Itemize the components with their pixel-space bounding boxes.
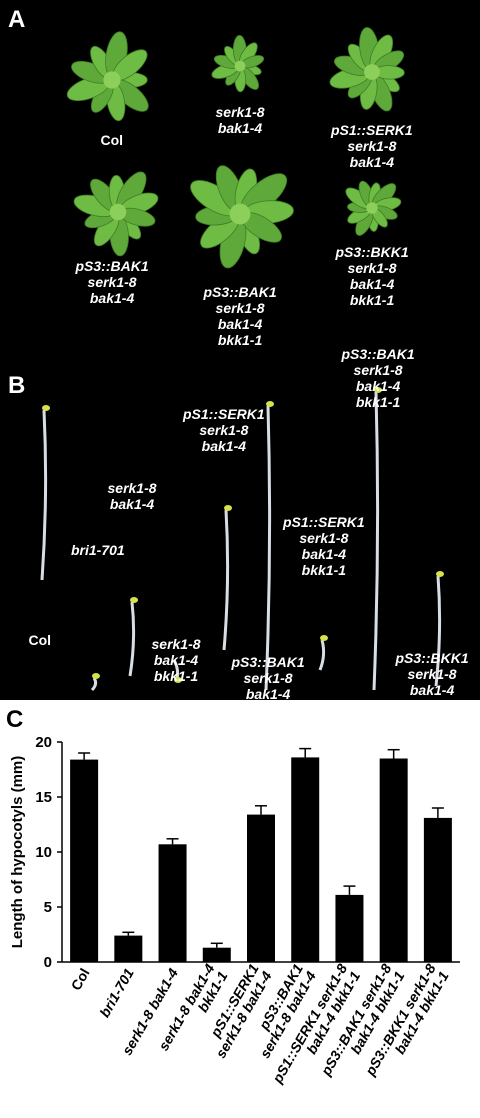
hypocotyl <box>40 409 48 581</box>
seedling <box>128 597 138 677</box>
hypocotyl <box>372 391 380 691</box>
cotyledon <box>130 597 138 603</box>
cotyledon <box>436 571 444 577</box>
rosette-plant <box>73 171 159 257</box>
rosette-center <box>103 71 121 89</box>
x-tick-label: Col <box>68 966 93 994</box>
cotyledon <box>42 405 50 411</box>
hypocotyl <box>128 601 136 677</box>
rosette-plant <box>190 165 294 269</box>
cotyledon <box>174 677 182 683</box>
panel-a-plant-photo <box>0 0 480 370</box>
x-tick-label: bri1-701 <box>96 965 137 1020</box>
seedling <box>222 505 232 651</box>
y-tick-label: 20 <box>35 734 52 751</box>
bar <box>291 757 320 962</box>
y-tick-label: 15 <box>35 789 52 806</box>
bar <box>247 814 275 962</box>
rosette-plant <box>66 31 149 122</box>
y-tick-label: 10 <box>35 844 52 861</box>
hypocotyl <box>222 509 230 651</box>
panel-letter-b: B <box>8 372 26 399</box>
rosette-center <box>234 60 246 72</box>
rosette-plant <box>329 27 405 112</box>
cotyledon <box>374 387 382 393</box>
hypocotyl <box>264 405 272 691</box>
rosette-plant <box>345 180 402 236</box>
rosette-photo <box>66 27 405 269</box>
bar <box>70 759 99 962</box>
hypocotyl <box>90 677 98 692</box>
bar <box>202 947 231 962</box>
panel-b-seedling-photo <box>0 370 480 700</box>
rosette-center <box>109 203 127 221</box>
rosette-center <box>229 203 251 225</box>
cotyledon <box>320 635 328 641</box>
bar <box>379 758 408 962</box>
panel-letter-c: C <box>6 706 24 733</box>
cotyledon <box>266 401 274 407</box>
x-tick-label-line: Col <box>68 966 93 994</box>
seedling-label: Col <box>28 632 52 648</box>
rosette-center <box>364 64 380 80</box>
bar <box>158 844 187 962</box>
rosette-center <box>366 202 378 214</box>
plant-label: Col <box>100 132 124 148</box>
seedling-photo <box>40 387 444 692</box>
bar <box>423 817 452 962</box>
seedling <box>372 387 382 691</box>
seedling <box>172 659 182 683</box>
x-tick-label-line: bri1-701 <box>96 965 137 1020</box>
hypocotyl <box>434 575 442 687</box>
seedling <box>90 673 100 692</box>
seedling <box>434 571 444 687</box>
cotyledon <box>92 673 100 679</box>
bar <box>114 935 143 962</box>
seedling <box>264 401 274 691</box>
seedling <box>318 635 328 671</box>
rosette-plant <box>211 35 265 93</box>
panel-letter-a: A <box>8 6 26 33</box>
cotyledon <box>224 505 232 511</box>
hypocotyl <box>318 639 326 671</box>
y-axis-label: Length of hypocotyls (mm) <box>9 756 26 949</box>
seedling-label: bri1-701 <box>71 542 125 558</box>
y-tick-label: 5 <box>44 899 52 916</box>
bar <box>335 894 364 962</box>
seedling <box>40 405 50 581</box>
y-tick-label: 0 <box>44 954 52 971</box>
